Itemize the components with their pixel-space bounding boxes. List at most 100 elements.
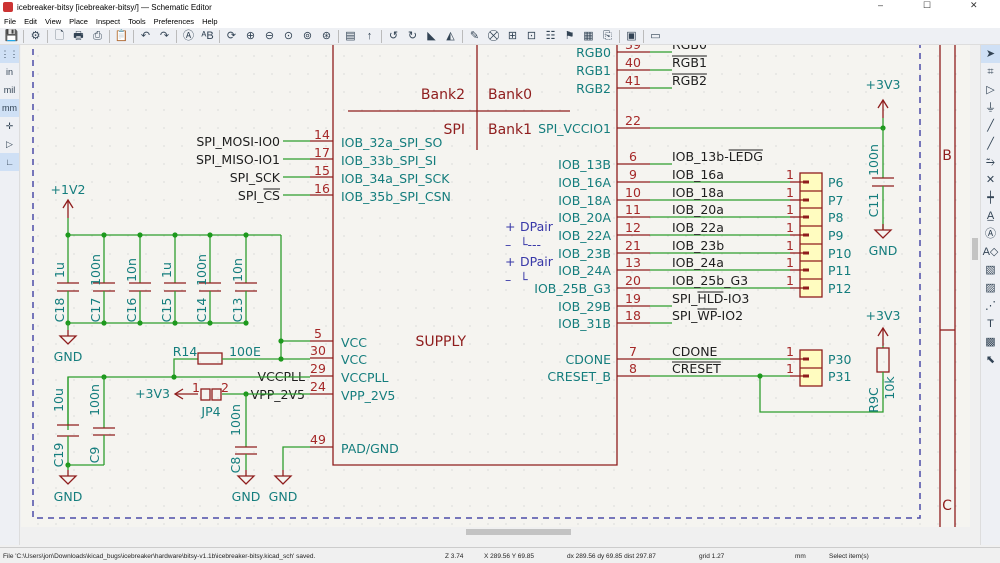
add-label-icon[interactable]: A̲	[986, 209, 995, 222]
menu-inspect[interactable]: Inspect	[95, 16, 121, 26]
import-sheet-pin-icon[interactable]: ▨	[985, 281, 996, 294]
menu-preferences[interactable]: Preferences	[153, 16, 195, 26]
schematic-setup-icon[interactable]: ⚙	[30, 29, 41, 42]
add-graphic-line-icon[interactable]: ⋰	[985, 299, 996, 312]
vertical-scrollbar[interactable]	[970, 45, 980, 527]
paste-icon[interactable]: 📋	[114, 29, 129, 42]
select-icon[interactable]: ➤	[981, 45, 1000, 63]
zoom-objects-icon[interactable]: ⊚	[302, 29, 313, 42]
pin-name: SPI_VCCIO1	[538, 121, 611, 136]
assign-footprints-icon[interactable]: ⊡	[526, 29, 537, 42]
page-settings-icon[interactable]: 🗋	[55, 29, 64, 42]
pin-number: 6	[629, 149, 637, 164]
pin-number: 1	[786, 238, 794, 253]
symbol-library-icon[interactable]: ⎘	[603, 29, 612, 42]
wire	[173, 358, 198, 377]
plot-icon[interactable]: ⎙	[93, 29, 102, 42]
menu-edit[interactable]: Edit	[24, 16, 38, 26]
rotate-ccw-icon[interactable]: ↺	[388, 29, 399, 42]
refresh-icon[interactable]: ⟳	[226, 29, 237, 42]
footprint-table-icon[interactable]: ▦	[583, 29, 594, 42]
symbol-fields-icon[interactable]: ⊞	[507, 29, 518, 42]
menu-help[interactable]: Help	[202, 16, 218, 26]
connector-ref: P30	[828, 352, 851, 367]
menu-file[interactable]: File	[4, 16, 17, 26]
hierarchy-navigator-icon[interactable]: ▤	[345, 29, 356, 42]
left-toolbar: ⋮⋮ in mil mm ✛ ▷ ∟	[0, 45, 20, 545]
resistor-value: 100E	[229, 344, 261, 359]
hierarchical-label-icon[interactable]: A◇	[982, 245, 999, 258]
zoom-out-icon[interactable]: ⊖	[264, 29, 275, 42]
zoom-fit-icon[interactable]: ⊙	[283, 29, 294, 42]
global-label-icon[interactable]: Ⓐ	[985, 227, 996, 240]
orthogonal-wire-icon[interactable]: ∟	[0, 153, 19, 171]
save-icon[interactable]: 💾	[4, 29, 19, 42]
gnd-symbol	[873, 229, 893, 239]
rotate-cw-icon[interactable]: ↻	[407, 29, 418, 42]
close-button[interactable]: ✕	[970, 0, 978, 10]
mirror-vertical-icon[interactable]: ◣	[427, 29, 436, 42]
pin-name: CRESET_B	[547, 369, 611, 384]
junction	[278, 338, 284, 344]
toolbar-separator	[338, 29, 339, 43]
horizontal-scroll-thumb[interactable]	[466, 529, 571, 535]
leave-sheet-icon[interactable]: ↑	[366, 29, 373, 42]
zoom-selection-icon[interactable]: ⊛	[321, 29, 332, 42]
junction	[243, 232, 249, 238]
delete-tool-icon[interactable]: ⬉	[985, 353, 996, 366]
zoom-in-icon[interactable]: ⊕	[245, 29, 256, 42]
hidden-pins-icon[interactable]: ▷	[6, 138, 13, 149]
mirror-horizontal-icon[interactable]: ◭	[446, 29, 455, 42]
bank-label: SUPPLY	[415, 334, 466, 350]
title-bar: icebreaker-bitsy [icebreaker-bitsy/] — S…	[0, 0, 1000, 14]
add-power-icon[interactable]: ⏚	[985, 101, 996, 114]
toolbar-separator	[133, 29, 134, 43]
frame-row-label: C	[942, 498, 952, 514]
pin-number: 11	[625, 202, 641, 217]
erc-icon[interactable]: ⛒	[487, 29, 500, 42]
bom-icon[interactable]: ☷	[545, 29, 556, 42]
units-mils-icon[interactable]: mil	[3, 84, 16, 95]
add-bus-icon[interactable]: ╱	[987, 137, 994, 150]
add-image-icon[interactable]: ▩	[985, 335, 996, 348]
minimize-button[interactable]: –	[878, 0, 884, 10]
highlight-net-icon[interactable]: ⌗	[987, 65, 994, 78]
scripting-console-icon[interactable]: ▭	[650, 29, 661, 42]
pin-number: 7	[629, 344, 637, 359]
capacitor-value: 10n	[124, 258, 139, 282]
no-connect-icon[interactable]: ✕	[985, 173, 996, 186]
redo-icon[interactable]: ↷	[159, 29, 170, 42]
print-icon[interactable]: 🖶	[73, 29, 84, 42]
maximize-button[interactable]: ☐	[923, 0, 932, 10]
add-sheet-icon[interactable]: ▧	[985, 263, 996, 276]
menu-place[interactable]: Place	[69, 16, 88, 26]
horizontal-scrollbar[interactable]	[21, 527, 970, 537]
undo-icon[interactable]: ↶	[140, 29, 151, 42]
pin-number: 1	[786, 255, 794, 270]
add-wire-icon[interactable]: ╱	[987, 119, 994, 132]
bus-entry-icon[interactable]: ⥲	[986, 155, 995, 168]
menu-view[interactable]: View	[45, 16, 62, 26]
cursor-style-icon[interactable]: ✛	[5, 120, 14, 131]
pin-number: 1	[786, 202, 794, 217]
vertical-scroll-thumb[interactable]	[972, 238, 978, 260]
add-symbol-icon[interactable]: ▷	[986, 83, 995, 96]
units-inches-icon[interactable]: in	[5, 66, 13, 77]
junction-icon[interactable]: ┿	[987, 191, 994, 204]
grid-icon[interactable]: ⋮⋮	[0, 45, 19, 63]
bank-label: Bank1	[488, 122, 532, 138]
annotate-icon[interactable]: ✎	[469, 29, 480, 42]
add-text-icon[interactable]: T	[987, 317, 994, 330]
pin-number: 1	[786, 273, 794, 288]
menu-tools[interactable]: Tools	[128, 16, 146, 26]
netlist-icon[interactable]: ⚑	[564, 29, 575, 42]
pin-number: 30	[310, 343, 326, 358]
units-mm-icon[interactable]: mm	[0, 99, 19, 117]
find-replace-icon[interactable]: ᴬB	[201, 29, 214, 42]
pcb-editor-icon[interactable]: ▣	[626, 29, 637, 42]
power-label-3v3: +3V3	[866, 308, 901, 323]
capacitor-ref: C9	[87, 447, 102, 464]
find-icon[interactable]: Ⓐ	[183, 29, 194, 42]
